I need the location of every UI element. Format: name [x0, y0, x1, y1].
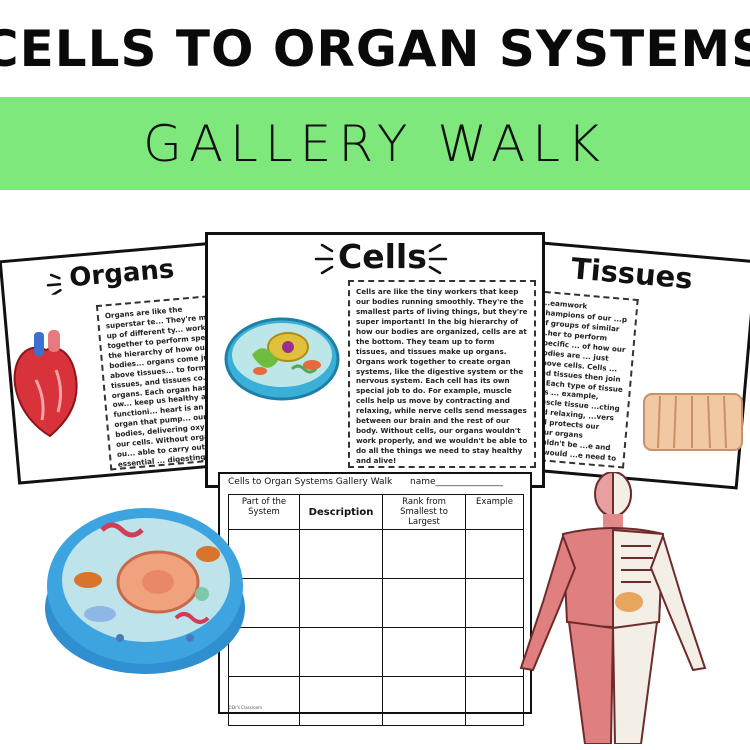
tissues-heading: Tissues: [569, 251, 695, 296]
worksheet-title: Cells to Organ Systems Gallery Walk: [228, 477, 393, 487]
organs-page: Organs Organs are like the superstar te.…: [0, 240, 248, 485]
burst-icon: [46, 273, 62, 297]
table-row: [228, 627, 524, 677]
burst-left-icon: [314, 243, 334, 275]
subtitle: GALLERY WALK: [143, 114, 607, 173]
heart-illustration: [13, 330, 78, 438]
human-anatomy-illustration: [519, 472, 707, 744]
tissue-illustration: [643, 393, 743, 451]
cells-heading: Cells: [338, 237, 427, 276]
title-band: CELLS TO ORGAN SYSTEMS: [0, 0, 750, 97]
preview-stage: Organs Organs are like the superstar te.…: [0, 190, 750, 750]
cells-text-box: Cells are like the tiny workers that kee…: [348, 280, 536, 468]
animal-cell-3d-illustration: [45, 508, 245, 674]
animal-cell-illustration: [224, 317, 340, 401]
worksheet-table: Part of the System Description Rank from…: [228, 494, 524, 726]
organs-heading: Organs: [68, 254, 176, 294]
cells-text: Cells are like the tiny workers that kee…: [356, 287, 528, 465]
table-row: [228, 676, 524, 726]
worksheet: Cells to Organ Systems Gallery Walk name…: [218, 472, 532, 726]
column-header: Part of the System: [228, 494, 300, 530]
column-header: Rank from Smallest to Largest: [382, 494, 466, 530]
table-row: [228, 529, 524, 579]
main-title: CELLS TO ORGAN SYSTEMS: [0, 19, 750, 78]
table-row: [228, 578, 524, 628]
burst-right-icon: [428, 243, 448, 275]
subtitle-band: GALLERY WALK: [0, 97, 750, 190]
worksheet-name-field: name_______________: [410, 477, 504, 487]
worksheet-footer: ©Dr's Classroom: [228, 705, 263, 710]
worksheet-header-row: Part of the System Description Rank from…: [228, 494, 524, 530]
cells-page: Cells Cells are like the tiny workers th…: [205, 232, 545, 488]
column-header: Description: [299, 494, 383, 530]
column-header: Example: [465, 494, 524, 530]
